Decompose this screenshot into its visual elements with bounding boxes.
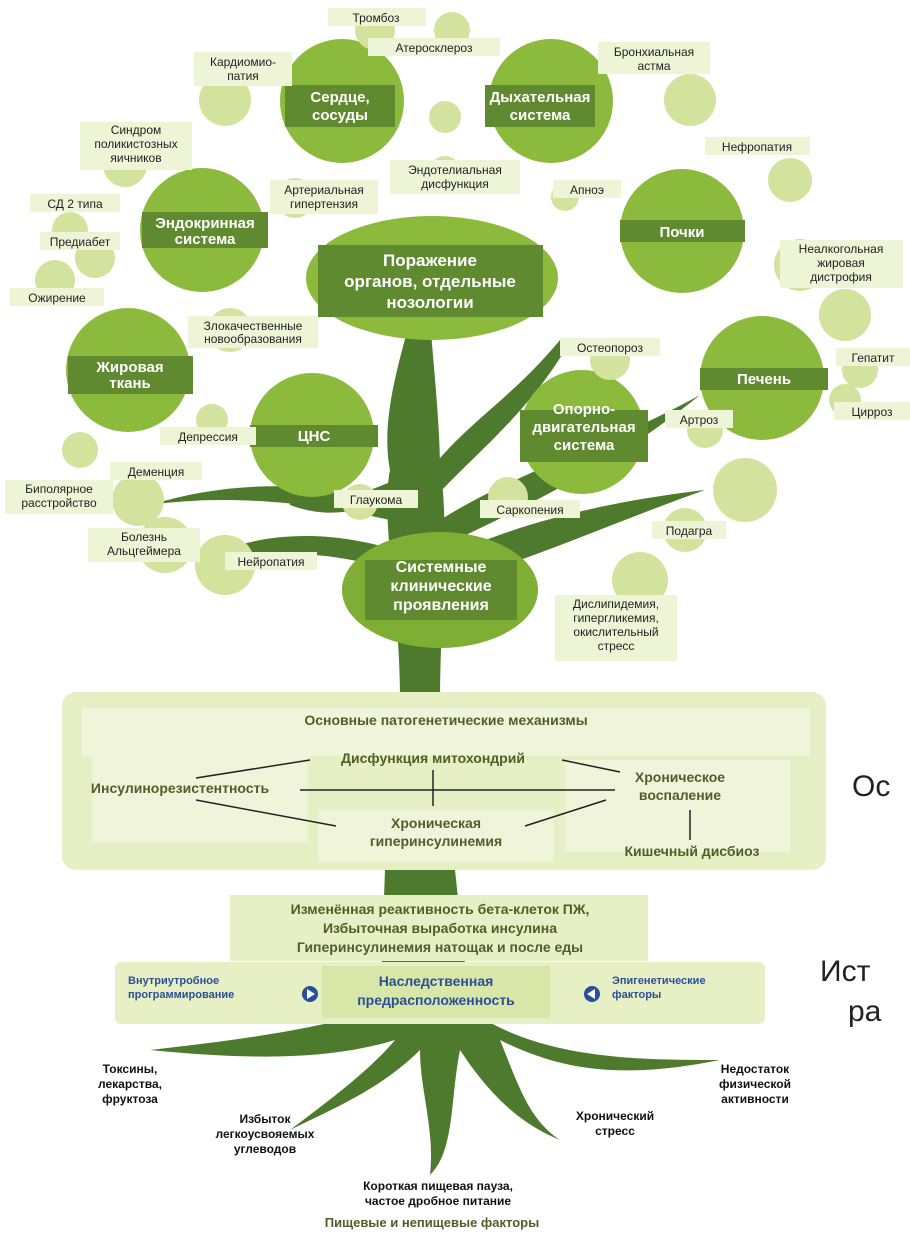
obesity-label: Ожирение	[28, 291, 86, 305]
nephropathy-label: Нефропатия	[722, 140, 792, 154]
kidney-label: Почки	[659, 224, 704, 241]
mechanisms-title: Основные патогенетические механизмы	[304, 712, 587, 728]
gout-label: Подагра	[666, 524, 713, 538]
beta-line-2: Избыточная выработка инсулина	[323, 920, 557, 936]
root-toxins: Токсины,лекарства,фруктоза	[98, 1062, 162, 1106]
side-text-1: Ос	[852, 770, 891, 803]
arthrosis-label: Артроз	[680, 413, 719, 427]
liver-label: Печень	[737, 371, 791, 388]
atherosclerosis-label: Атеросклероз	[396, 41, 473, 55]
osteoporosis-label: Остеопороз	[577, 341, 643, 355]
dysbiosis-label: Кишечный дисбиоз	[625, 843, 760, 859]
depression-label: Депрессия	[178, 430, 238, 444]
beta-line-1: Изменённая реактивность бета-клеток ПЖ,	[291, 901, 590, 917]
cardiomyopathy-label: Кардиомио-патия	[210, 55, 276, 83]
mechanisms-box: Основные патогенетические механизмы Дисф…	[62, 692, 826, 870]
beta-box: Изменённая реактивность бета-клеток ПЖ, …	[230, 895, 648, 961]
sarcopenia-label: Саркопения	[496, 503, 563, 517]
diabetes2-label: СД 2 типа	[47, 197, 103, 211]
side-text-3: ра	[848, 995, 882, 1028]
mechanism-arrows	[195, 759, 691, 840]
cirrhosis-label: Цирроз	[852, 405, 893, 419]
dyslipidemia-label: Дислипидемия,гипергликемия,окислительный…	[573, 597, 659, 653]
root-pause: Короткая пищевая пауза,частое дробное пи…	[363, 1179, 513, 1208]
cns-label: ЦНС	[298, 428, 331, 445]
glaucoma-label: Глаукома	[350, 493, 403, 507]
heart-label: Сердце,сосуды	[310, 89, 369, 124]
insulin-res-label: Инсулинорезистентность	[91, 780, 270, 796]
thrombosis-label: Тромбоз	[352, 11, 400, 25]
roots-footer: Пищевые и непищевые факторы	[325, 1215, 539, 1230]
label-boxes	[5, 8, 910, 661]
apnea-label: Апноэ	[570, 183, 604, 197]
side-text-2: Ист	[820, 955, 871, 988]
prediabetes-label: Предиабет	[50, 235, 111, 249]
hepatitis-label: Гепатит	[852, 351, 895, 365]
mito-label: Дисфункция митохондрий	[341, 750, 525, 766]
label-bands	[68, 85, 828, 620]
beta-line-3: Гиперинсулинемия натощак и после еды	[297, 939, 583, 955]
neuropathy-label: Нейропатия	[238, 555, 305, 569]
dementia-label: Деменция	[128, 465, 184, 479]
